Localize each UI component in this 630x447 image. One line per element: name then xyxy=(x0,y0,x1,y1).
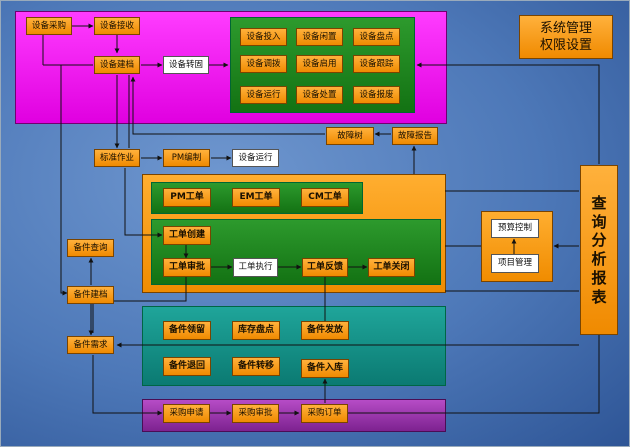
equipment-state-node: 设备运行 xyxy=(240,86,287,104)
equipment-state-node: 设备投入 xyxy=(240,28,287,46)
query-analysis-report-label: 查询分析报表 xyxy=(591,193,607,306)
equipment-transfer-node: 设备转固 xyxy=(163,56,209,74)
equipment-purchase-node: 设备采购 xyxy=(26,17,72,35)
system-management-node: 系统管理 权限设置 xyxy=(519,15,613,59)
connector-line xyxy=(92,355,163,416)
equipment-state-node: 设备报废 xyxy=(353,86,400,104)
cm-work-order-node: CM工单 xyxy=(301,188,349,207)
connector-line xyxy=(130,76,325,135)
work-order-create-node: 工单创建 xyxy=(163,226,211,245)
connector-line xyxy=(348,335,600,414)
spare-transfer-node: 备件转移 xyxy=(232,357,280,376)
work-order-feedback-node: 工单反馈 xyxy=(302,258,348,277)
connector-line xyxy=(92,277,187,333)
spare-inbound-node: 备件入库 xyxy=(301,359,349,378)
purchase-request-node: 采购申请 xyxy=(163,404,210,423)
connector-line xyxy=(43,64,68,296)
purchase-order-node: 采购订单 xyxy=(301,404,348,423)
permission-settings-label: 权限设置 xyxy=(539,38,592,53)
budget-control-node: 预算控制 xyxy=(491,219,539,238)
em-work-order-node: EM工单 xyxy=(232,188,280,207)
standard-operation-node: 标准作业 xyxy=(94,149,140,167)
equipment-receive-node: 设备接收 xyxy=(94,17,140,35)
work-order-execute-node: 工单执行 xyxy=(233,258,278,277)
pm-compile-node: PM编制 xyxy=(163,149,210,167)
fault-tree-node: 故障树 xyxy=(326,127,374,145)
connector-line xyxy=(416,62,600,164)
work-order-close-node: 工单关闭 xyxy=(368,258,415,277)
equipment-state-node: 设备盘点 xyxy=(353,28,400,46)
connector-line xyxy=(27,30,44,65)
spare-demand-node: 备件需求 xyxy=(67,336,114,354)
equipment-state-node: 设备闲置 xyxy=(296,28,343,46)
spare-query-node: 备件查询 xyxy=(67,239,114,257)
query-analysis-report-node: 查询分析报表 xyxy=(580,165,618,335)
equipment-state-node: 设备跟踪 xyxy=(353,55,400,73)
equipment-archive-node: 设备建档 xyxy=(94,56,140,74)
inventory-count-node: 库存盘点 xyxy=(232,321,280,340)
spare-pick-node: 备件领留 xyxy=(163,321,211,340)
equipment-running-node: 设备运行 xyxy=(232,149,279,167)
spare-return-node: 备件退回 xyxy=(163,357,211,376)
equipment-state-node: 设备调拨 xyxy=(240,55,287,73)
pm-work-order-node: PM工单 xyxy=(163,188,211,207)
system-management-label: 系统管理 xyxy=(539,21,592,36)
project-management-node: 项目管理 xyxy=(491,254,539,273)
connector-line xyxy=(124,168,163,238)
purchase-approval-node: 采购审批 xyxy=(232,404,279,423)
equipment-state-node: 设备启用 xyxy=(296,55,343,73)
fault-report-node: 故障报告 xyxy=(392,127,438,145)
spare-archive-node: 备件建档 xyxy=(67,286,114,304)
equipment-state-node: 设备处置 xyxy=(296,86,343,104)
spare-issue-node: 备件发放 xyxy=(301,321,349,340)
work-order-approve-node: 工单审批 xyxy=(163,258,211,277)
